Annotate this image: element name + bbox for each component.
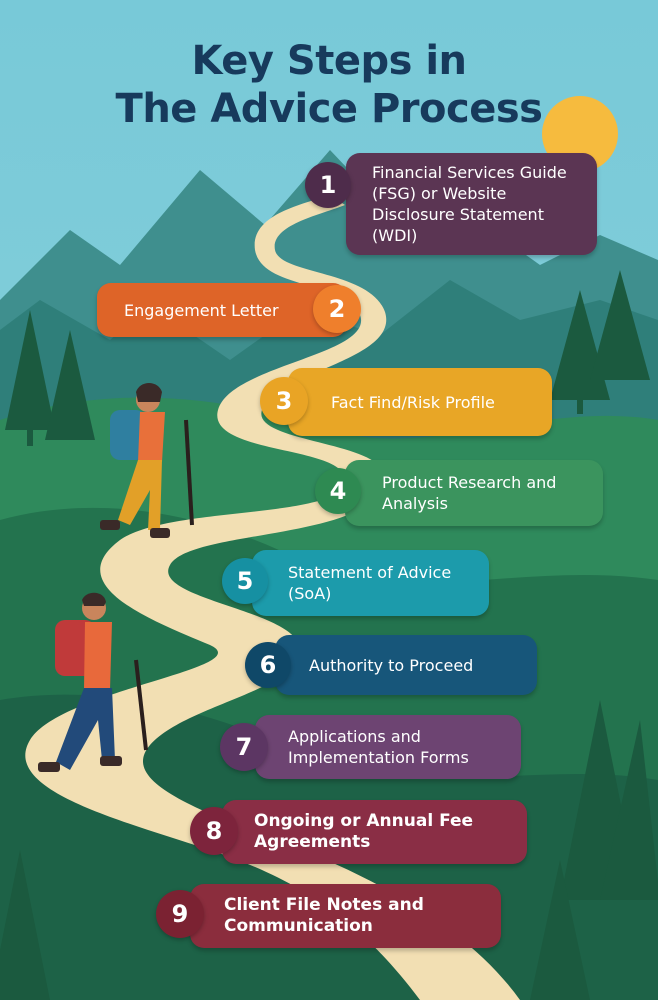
step-6-label: Authority to Proceed — [309, 655, 474, 675]
step-5-number-badge: 5 — [222, 558, 268, 604]
step-5-label: Statement of Advice (SoA) — [288, 563, 452, 603]
pine-trees — [0, 270, 658, 1000]
step-5-pill: Statement of Advice (SoA) — [252, 550, 489, 616]
step-6-number-badge: 6 — [245, 642, 291, 688]
step-9-label: Client File Notes and Communication — [224, 895, 424, 936]
step-4-label: Product Research and Analysis — [382, 473, 557, 513]
step-8-pill: Ongoing or Annual Fee Agreements — [222, 800, 527, 864]
step-3-number-badge: 3 — [260, 377, 308, 425]
title-line-2: The Advice Process — [115, 86, 543, 132]
hiker-2-illustration — [38, 592, 148, 772]
title-line-1: Key Steps in — [191, 38, 467, 84]
step-2-number-badge: 2 — [313, 285, 361, 333]
step-1-label: Financial Services Guide (FSG) or Websit… — [372, 163, 567, 245]
hiker-1-illustration — [100, 383, 194, 538]
step-8-number-badge: 8 — [190, 807, 238, 855]
step-1-pill: Financial Services Guide (FSG) or Websit… — [346, 153, 597, 255]
step-2-label: Engagement Letter — [124, 300, 279, 320]
winding-path — [25, 195, 520, 1000]
step-9-number-badge: 9 — [156, 890, 204, 938]
step-8-label: Ongoing or Annual Fee Agreements — [254, 811, 474, 852]
step-7-pill: Applications and Implementation Forms — [255, 715, 521, 779]
step-3-pill: Fact Find/Risk Profile — [288, 368, 552, 436]
step-2-pill: Engagement Letter — [97, 283, 347, 337]
step-9-pill: Client File Notes and Communication — [190, 884, 501, 948]
step-3-label: Fact Find/Risk Profile — [331, 392, 495, 412]
step-4-pill: Product Research and Analysis — [345, 460, 603, 526]
step-1-number-badge: 1 — [305, 162, 351, 208]
step-6-pill: Authority to Proceed — [275, 635, 537, 695]
step-7-label: Applications and Implementation Forms — [288, 727, 469, 767]
step-7-number-badge: 7 — [220, 723, 268, 771]
step-4-number-badge: 4 — [315, 468, 361, 514]
